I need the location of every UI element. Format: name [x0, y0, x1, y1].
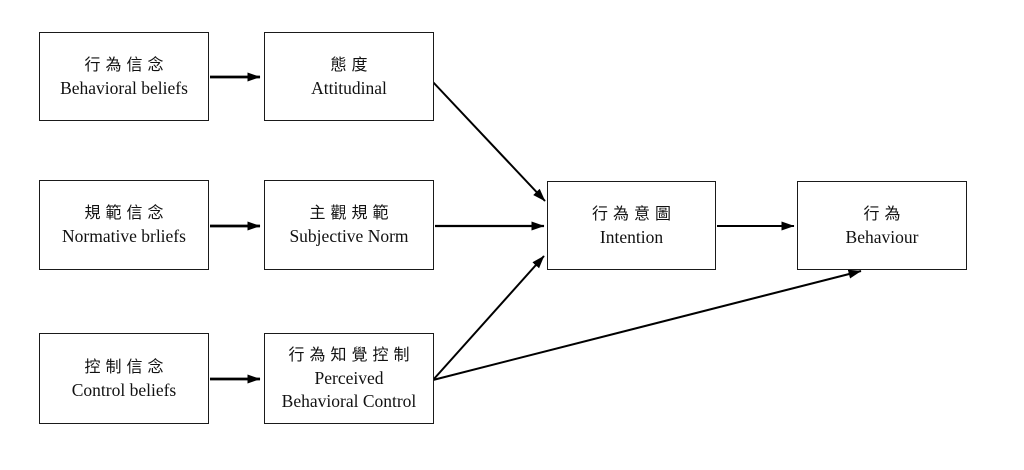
- edge-perceived-behavioral-control-to-behaviour: [432, 269, 862, 381]
- node-intention: 行為意圖 Intention: [547, 181, 716, 270]
- node-normative-beliefs-label-en: Normative brliefs: [62, 226, 186, 246]
- node-subjective-norm-label-zh: 主觀規範: [309, 205, 394, 222]
- node-behaviour-label-zh: 行為: [863, 205, 906, 223]
- node-normative-beliefs-label-zh: 規範信念: [84, 205, 169, 222]
- node-attitudinal-label-en: Attitudinal: [311, 77, 387, 98]
- node-behaviour-label-en: Behaviour: [845, 226, 919, 247]
- node-control-beliefs: 控制信念 Control beliefs: [39, 333, 209, 424]
- node-behaviour: 行為 Behaviour: [797, 181, 967, 270]
- node-perceived-behavioral-control-label-en1: Perceived: [314, 368, 384, 388]
- node-control-beliefs-label-zh: 控制信念: [84, 358, 169, 376]
- node-attitudinal-label-zh: 態度: [330, 56, 373, 74]
- node-control-beliefs-label-en: Control beliefs: [71, 379, 177, 400]
- node-behavioral-beliefs-label-en: Behavioral beliefs: [60, 77, 188, 98]
- edge-perceived-behavioral-control-to-intention: [432, 255, 545, 381]
- node-intention-label-zh: 行為意圖: [591, 205, 676, 223]
- node-behavioral-beliefs-label-zh: 行為信念: [84, 56, 169, 74]
- node-normative-beliefs: 規範信念 Normative brliefs: [39, 180, 209, 270]
- edge-attitudinal-to-intention: [431, 80, 546, 202]
- node-perceived-behavioral-control: 行為知覺控制 Perceived Behavioral Control: [264, 333, 434, 424]
- node-behavioral-beliefs: 行為信念 Behavioral beliefs: [39, 32, 209, 121]
- node-subjective-norm: 主觀規範 Subjective Norm: [264, 180, 434, 270]
- node-intention-label-en: Intention: [599, 226, 664, 247]
- node-attitudinal: 態度 Attitudinal: [264, 32, 434, 121]
- node-perceived-behavioral-control-label-zh: 行為知覺控制: [288, 347, 415, 364]
- node-subjective-norm-label-en: Subjective Norm: [289, 226, 409, 246]
- node-perceived-behavioral-control-label-en2: Behavioral Control: [281, 391, 417, 411]
